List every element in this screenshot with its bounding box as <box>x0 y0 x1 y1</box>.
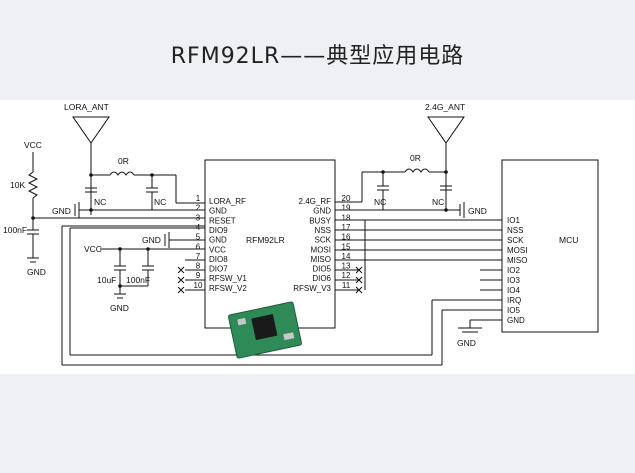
gnd-caps-label: GND <box>110 303 129 313</box>
chip-left-pin-name: VCC <box>209 245 226 254</box>
chip-left-pin-number: 7 <box>196 252 201 261</box>
chip-right-pin-name: NSS <box>315 226 331 235</box>
chip-right-pin-number: 17 <box>342 223 351 232</box>
chip-right-pin-name: 2.4G_RF <box>299 197 332 206</box>
chip-right-pin-name: BUSY <box>309 216 331 225</box>
rf-module-image <box>228 301 302 359</box>
nc-left-2-label: NC <box>154 197 166 207</box>
chip-right-pin-name: GND <box>313 207 331 216</box>
chip-left-pin-name: GND <box>209 236 227 245</box>
mcu-pin-name: IO2 <box>507 266 520 275</box>
gnd-right-label: GND <box>457 338 476 348</box>
mcu-pin-name: IRQ <box>507 296 521 305</box>
mcu-pin-name: MISO <box>507 256 527 265</box>
mcu-pin-name: MOSI <box>507 246 527 255</box>
c10uf-label: 10uF <box>97 275 116 285</box>
chip-right-pin-number: 13 <box>342 262 351 271</box>
chip-left-pin-number: 1 <box>196 194 201 203</box>
chip-left-pin-number: 8 <box>196 262 201 271</box>
chip-left-pin-name: LORA_RF <box>209 197 246 206</box>
chip-right-pin-name: DIO5 <box>312 265 331 274</box>
nc-right-2-label: NC <box>432 197 444 207</box>
nc-left-1-label: NC <box>94 197 106 207</box>
g24-ant-label: 2.4G_ANT <box>425 102 465 112</box>
chip-name-label: RFM92LR <box>246 235 285 245</box>
r0-right-label: 0R <box>410 153 421 163</box>
gnd-left-label: GND <box>27 267 46 277</box>
chip-right-pin-number: 16 <box>342 233 351 242</box>
chip-right-pin-number: 19 <box>342 204 351 213</box>
chip-right-pin-name: DIO6 <box>312 274 331 283</box>
chip-left-pin-name: DIO8 <box>209 255 228 264</box>
mcu-pin-name: IO1 <box>507 216 520 225</box>
chip-right-pin-name: SCK <box>315 236 332 245</box>
chip-right-pin-number: 15 <box>342 242 351 251</box>
mcu-pin-name: GND <box>507 316 525 325</box>
mcu-pin-name: SCK <box>507 236 524 245</box>
chip-left-pin-name: RESET <box>209 216 236 225</box>
chip-right-pin-number: 18 <box>342 213 351 222</box>
c100nf-label: 100nF <box>126 275 150 285</box>
mcu-pin-name: IO4 <box>507 286 520 295</box>
g24-antenna-icon <box>427 116 465 144</box>
inductor-0r-left <box>109 171 135 176</box>
mcu-name-label: MCU <box>559 235 578 245</box>
chip-left-pin-name: GND <box>209 207 227 216</box>
chip-left-pin-name: DIO7 <box>209 265 228 274</box>
chip-left-pin-number: 10 <box>194 281 203 290</box>
mcu-pin-name: NSS <box>507 226 523 235</box>
lora-antenna-icon <box>72 116 110 144</box>
chip-right-pin-name: RFSW_V3 <box>293 284 331 293</box>
chip-left-pin-number: 6 <box>196 242 201 251</box>
chip-right-pin-name: MOSI <box>311 245 331 254</box>
no-connect-marks <box>177 266 363 294</box>
vcc-label: VCC <box>24 140 42 150</box>
r10k-label: 10K <box>10 180 25 190</box>
chip-right-pin-number: 12 <box>342 271 351 280</box>
vcc-pin6-label: VCC <box>84 244 102 254</box>
lora-ant-label: LORA_ANT <box>64 102 109 112</box>
resistor-10k <box>27 171 39 199</box>
chip-left-pin-name: RFSW_V2 <box>209 284 247 293</box>
chip-left-pin-number: 3 <box>196 213 201 222</box>
chip-right-pin-number: 11 <box>342 281 351 290</box>
c100nf-left-label: 100nF <box>3 225 27 235</box>
mcu-block <box>501 159 599 333</box>
gnd-pin5-label: GND <box>142 235 161 245</box>
gnd-arrow-left-label: GND <box>52 206 71 216</box>
mcu-pin-name: IO5 <box>507 306 520 315</box>
chip-left-pin-name: DIO9 <box>209 226 228 235</box>
gnd-arrow-right-label: GND <box>468 206 487 216</box>
chip-left-pin-number: 4 <box>196 223 201 232</box>
chip-right-pin-number: 20 <box>342 194 351 203</box>
mcu-pin-name: IO3 <box>507 276 520 285</box>
chip-right-pin-name: MISO <box>311 255 331 264</box>
chip-left-pin-number: 9 <box>196 271 201 280</box>
chip-left-pin-number: 5 <box>196 233 201 242</box>
chip-right-pin-number: 14 <box>342 252 351 261</box>
r0-left-label: 0R <box>118 156 129 166</box>
page-title: RFM92LR——典型应用电路 <box>170 44 465 69</box>
inductor-0r-right <box>404 168 430 173</box>
chip-left-pin-number: 2 <box>196 204 201 213</box>
nc-right-1-label: NC <box>374 197 386 207</box>
chip-left-pin-name: RFSW_V1 <box>209 274 247 283</box>
